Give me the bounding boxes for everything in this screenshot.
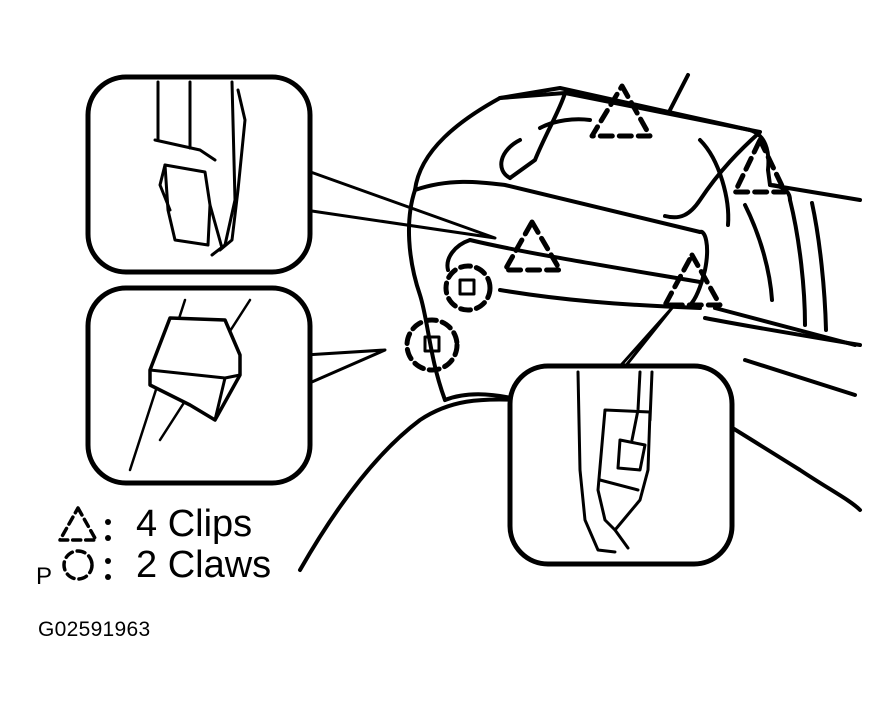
claw-marker-lower xyxy=(404,317,460,373)
clip-marker-top xyxy=(589,83,653,139)
clip-marker-right xyxy=(732,137,788,195)
claw-marker-upper xyxy=(443,263,493,313)
leader-top-callout xyxy=(303,168,497,240)
callout-clip-detail-top xyxy=(85,74,313,275)
legend-colons xyxy=(105,519,111,580)
legend-claws-label: 2 Claws xyxy=(136,544,272,586)
figure-code: G02591963 xyxy=(38,618,151,641)
claw-markers xyxy=(404,263,493,373)
leader-mid-callout xyxy=(303,348,387,387)
console-body xyxy=(298,73,862,572)
circle-dashed-icon xyxy=(62,549,94,581)
triangle-dashed-icon xyxy=(58,506,98,542)
callout-claw-detail xyxy=(85,285,313,486)
claw-parts xyxy=(423,278,476,353)
clip-markers xyxy=(502,83,788,308)
legend-symbols xyxy=(58,506,98,581)
legend-claws-prefix: P xyxy=(36,563,53,590)
clip-marker-front xyxy=(662,252,723,308)
callout-clip-detail-bottom xyxy=(507,363,735,567)
clip-marker-center xyxy=(502,219,563,273)
legend-clips-label: 4 Clips xyxy=(136,503,253,545)
